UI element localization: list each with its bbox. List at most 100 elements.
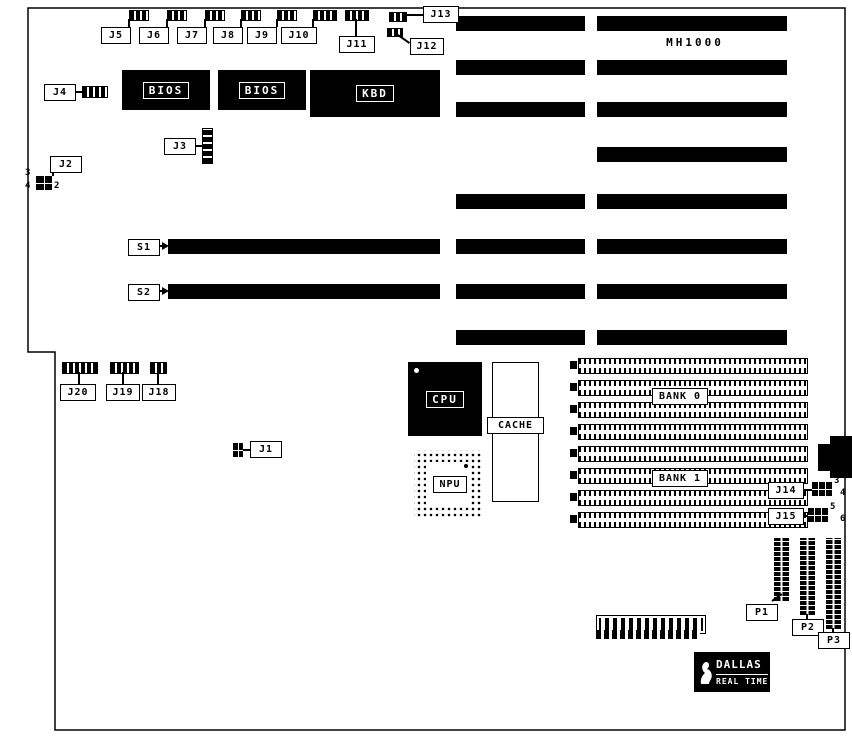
j9-leader-line — [276, 19, 278, 27]
callout-j11: J11 — [339, 36, 375, 53]
j11-leader-line — [355, 19, 357, 36]
callout-j6: J6 — [139, 27, 169, 44]
j10-leader-line — [312, 19, 314, 27]
j11-pin-header — [345, 10, 369, 21]
simm-socket-row — [570, 490, 808, 506]
p2-connector — [800, 538, 815, 615]
bios-chip-2: BIOS — [218, 70, 306, 110]
expansion-slot-bar — [597, 194, 787, 209]
j9-pin-header — [277, 10, 297, 21]
keyboard-din-connector-step — [818, 444, 830, 471]
j7-pin-header — [205, 10, 225, 21]
simm-socket-row — [570, 446, 808, 462]
kbd-chip-label: KBD — [356, 85, 394, 102]
callout-j7: J7 — [177, 27, 207, 44]
callout-s1: S1 — [128, 239, 160, 256]
expansion-slot-bar — [456, 194, 585, 209]
callout-p2: P2 — [792, 619, 824, 636]
callout-j4: J4 — [44, 84, 76, 101]
expansion-slot-bar — [597, 239, 787, 254]
j18-leader-line — [157, 372, 159, 384]
expansion-slot-bar — [597, 284, 787, 299]
j14-pin4-number: 4 — [840, 488, 846, 498]
j12-pin-header — [387, 28, 403, 37]
expansion-slot-bar — [456, 102, 585, 117]
callout-p1: P1 — [746, 604, 778, 621]
callout-j14: J14 — [768, 482, 804, 499]
j14-pin3-number: 3 — [834, 476, 840, 486]
cpu-pin1-dot — [414, 368, 419, 373]
bank0-label: BANK 0 — [652, 388, 708, 405]
callout-s2: S2 — [128, 284, 160, 301]
j15-pin-header — [808, 508, 828, 522]
j2-leader-line — [52, 171, 54, 176]
callout-j1: J1 — [250, 441, 282, 458]
callout-j15: J15 — [768, 508, 804, 525]
expansion-slot-bar — [597, 330, 787, 345]
j14-leader-line — [802, 489, 812, 491]
simm-socket-row — [570, 424, 808, 440]
expansion-slot-bar — [597, 147, 787, 162]
callout-j3: J3 — [164, 138, 196, 155]
s2-arrow-line — [158, 290, 164, 292]
callout-j10: J10 — [281, 27, 317, 44]
bottom-pin-header-bottom-row — [596, 630, 700, 639]
bank1-label: BANK 1 — [652, 470, 708, 487]
j2-pin4-number: 4 — [25, 181, 31, 191]
cpu-chip: CPU — [408, 362, 482, 436]
j2-pin3-number: 3 — [25, 168, 31, 178]
j5-leader-line — [128, 19, 130, 27]
j15-pin6-number: 6 — [840, 514, 846, 524]
j3-leader-line — [194, 145, 202, 147]
j15-leader-line — [802, 515, 808, 517]
expansion-slot-bar — [456, 16, 585, 31]
callout-j8: J8 — [213, 27, 243, 44]
callout-p3: P3 — [818, 632, 850, 649]
npu-label: NPU — [433, 476, 467, 493]
expansion-slot-bar — [597, 102, 787, 117]
j4-leader-line — [74, 91, 82, 93]
expansion-slot-bar — [456, 330, 585, 345]
p3-connector — [826, 538, 841, 629]
board-model-text: MH1000 — [666, 36, 724, 49]
j19-pin-header — [110, 362, 139, 374]
keyboard-controller-chip: KBD — [310, 70, 440, 117]
j14-pin-header — [812, 482, 832, 496]
simm-socket-row — [570, 512, 808, 528]
expansion-slot-bar — [456, 239, 585, 254]
expansion-slot-bar — [597, 16, 787, 31]
p1-connector — [774, 538, 789, 601]
keyboard-din-connector — [830, 436, 852, 478]
s1-arrow-head — [162, 242, 169, 250]
callout-j2: J2 — [50, 156, 82, 173]
cpu-label: CPU — [426, 390, 464, 408]
p2-leader-line — [806, 614, 808, 620]
j8-leader-line — [240, 19, 242, 27]
j20-pin-header — [62, 362, 98, 374]
j7-leader-line — [204, 19, 206, 27]
j10-pin-header — [313, 10, 337, 21]
callout-j20: J20 — [60, 384, 96, 401]
j3-pin-header — [202, 128, 213, 164]
expansion-slot-bar — [597, 60, 787, 75]
j13-pin-header — [389, 12, 407, 22]
p3-leader-line — [832, 628, 834, 633]
callout-j9: J9 — [247, 27, 277, 44]
s2-arrow-head — [162, 287, 169, 295]
j1-pin-header — [233, 443, 243, 457]
simm-socket-row — [570, 358, 808, 374]
j6-leader-line — [166, 19, 168, 27]
simm-socket-row — [570, 402, 808, 418]
j20-leader-line — [78, 372, 80, 384]
callout-j12: J12 — [410, 38, 444, 55]
expansion-slot-bar — [456, 60, 585, 75]
j2-pin2-number: 2 — [54, 181, 60, 191]
callout-j13: J13 — [423, 6, 459, 23]
j5-pin-header — [129, 10, 149, 21]
j4-pin-header — [82, 86, 108, 98]
j19-leader-line — [122, 372, 124, 384]
slot-s1 — [168, 239, 440, 254]
j13-leader-line — [405, 14, 423, 16]
bios-chip-1-label: BIOS — [142, 81, 190, 99]
